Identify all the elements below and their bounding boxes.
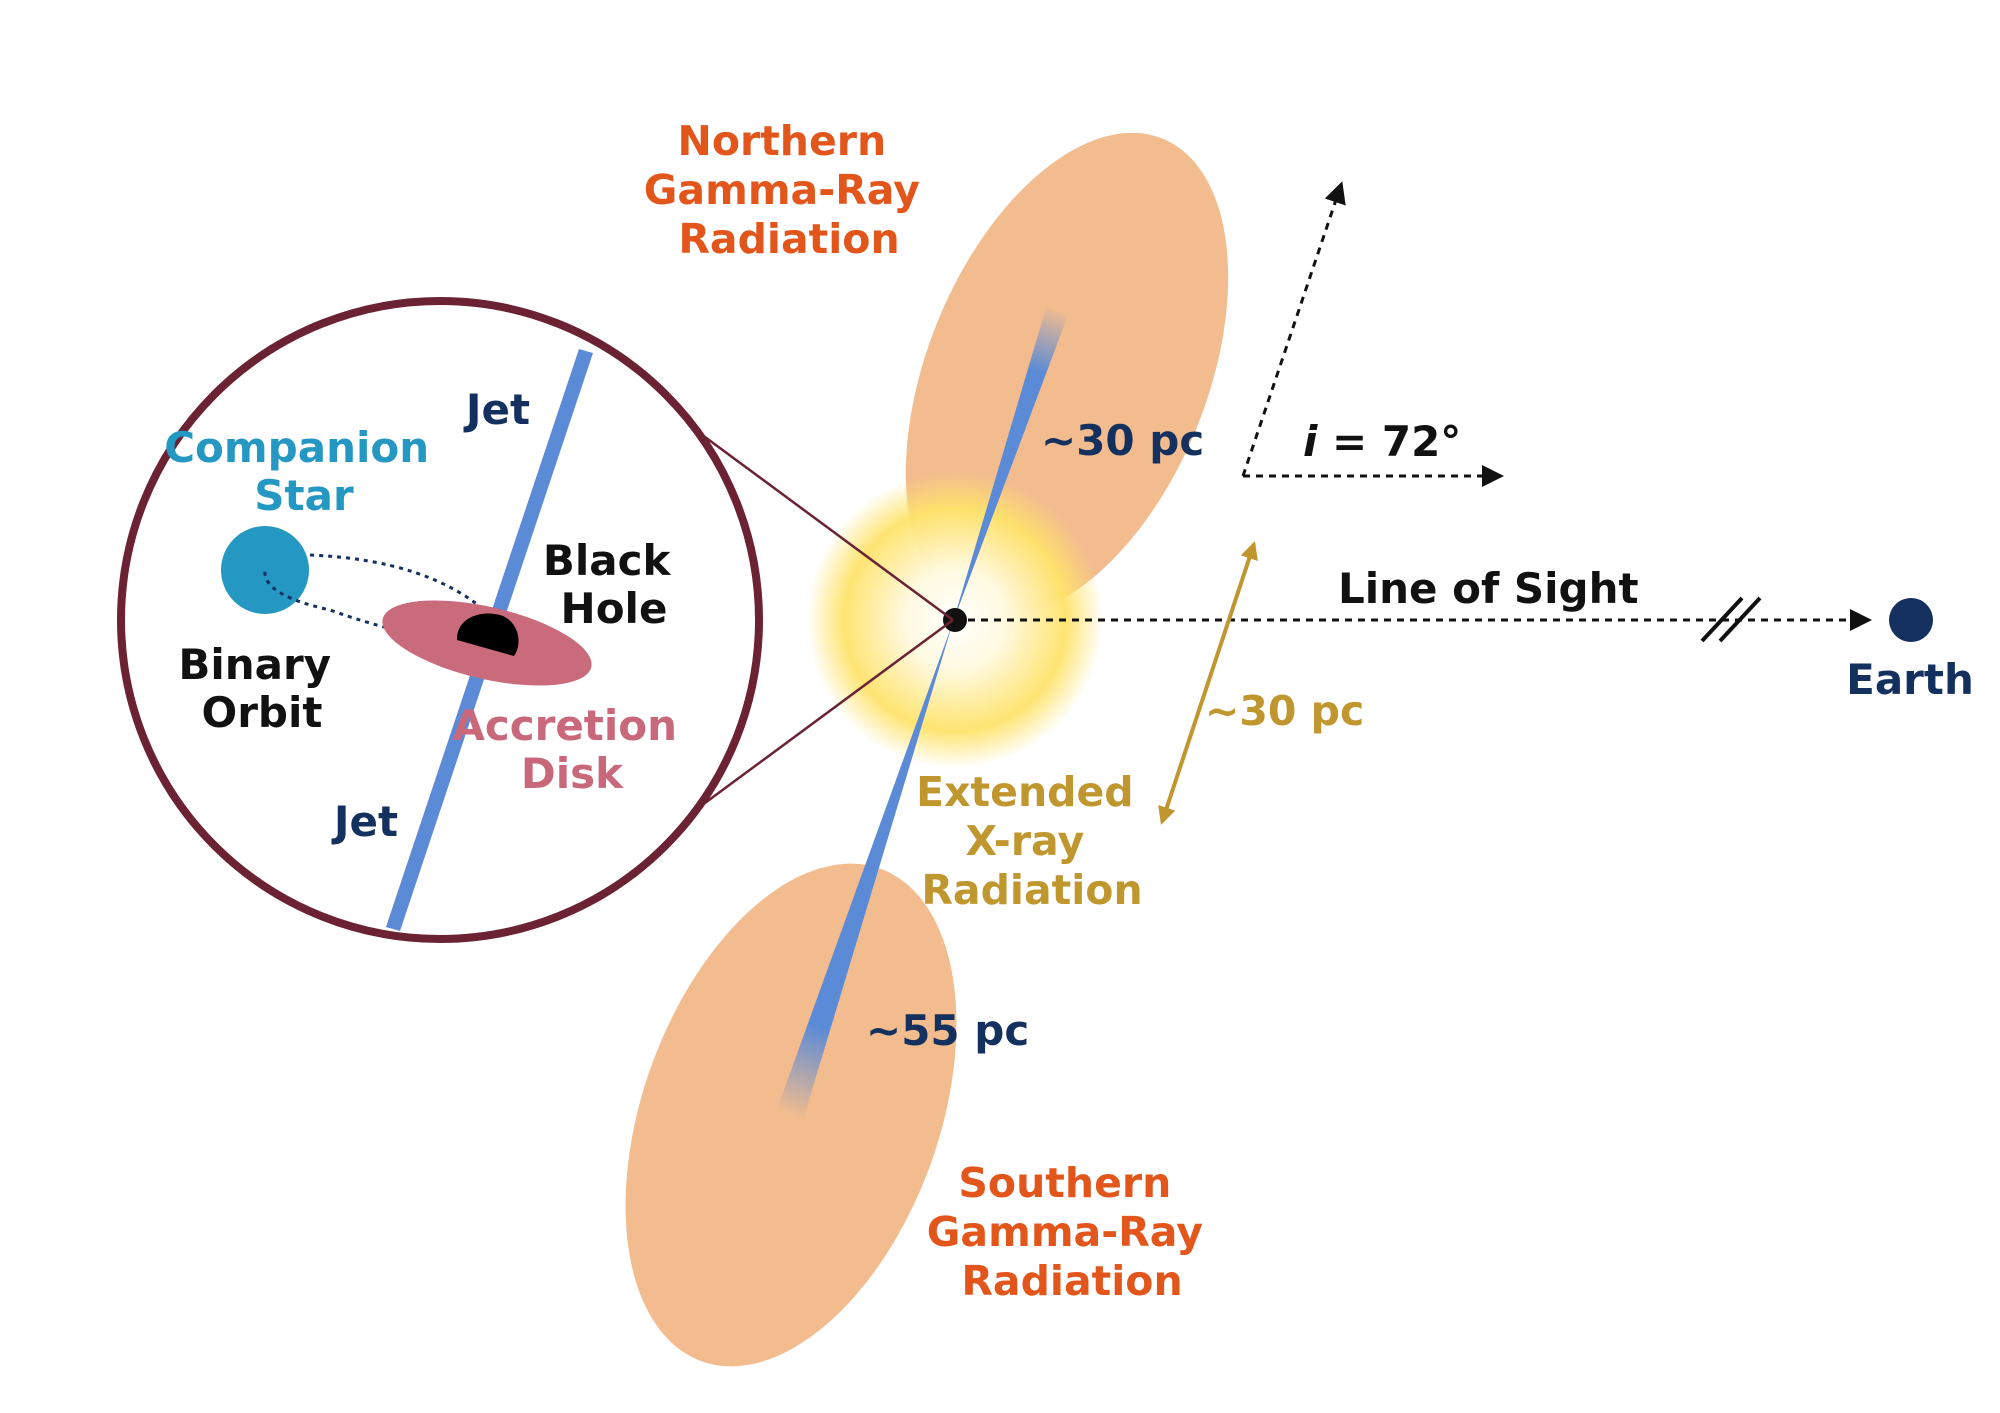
break-mark-1 <box>1700 596 1744 643</box>
inset-jet-top-label: Jet <box>463 385 530 434</box>
break-mark-2 <box>1718 596 1762 643</box>
xray-size-arrow <box>1158 541 1258 825</box>
north-size-label: ~30 pc <box>1041 416 1204 465</box>
line-of-sight-label: Line of Sight <box>1338 564 1639 613</box>
inclination-label: i = 72° <box>1303 417 1461 466</box>
companion-star-label: Companion Star <box>164 423 444 520</box>
south-jet <box>776 622 953 1120</box>
northern-gamma-label: Northern Gamma-Ray Radiation <box>644 117 934 263</box>
inset-zoom <box>117 297 763 943</box>
earth-label: Earth <box>1846 655 1974 704</box>
earth-icon <box>1889 598 1933 642</box>
source-point <box>943 608 967 632</box>
north-jet <box>953 308 1068 622</box>
black-hole-label: Black Hole <box>543 536 685 633</box>
inset-jet-bottom-label: Jet <box>331 797 398 846</box>
companion-star-icon <box>221 526 309 614</box>
binary-orbit-label: Binary Orbit <box>178 640 345 737</box>
southern-gamma-label: Southern Gamma-Ray Radiation <box>927 1159 1217 1305</box>
xray-label: Extended X-ray Radiation <box>916 768 1148 914</box>
south-size-label: ~55 pc <box>866 1006 1029 1055</box>
xray-size-label: ~30 pc <box>1205 687 1364 735</box>
black-hole-icon <box>456 613 519 656</box>
accretion-disk-label: Accretion Disk <box>452 701 691 798</box>
